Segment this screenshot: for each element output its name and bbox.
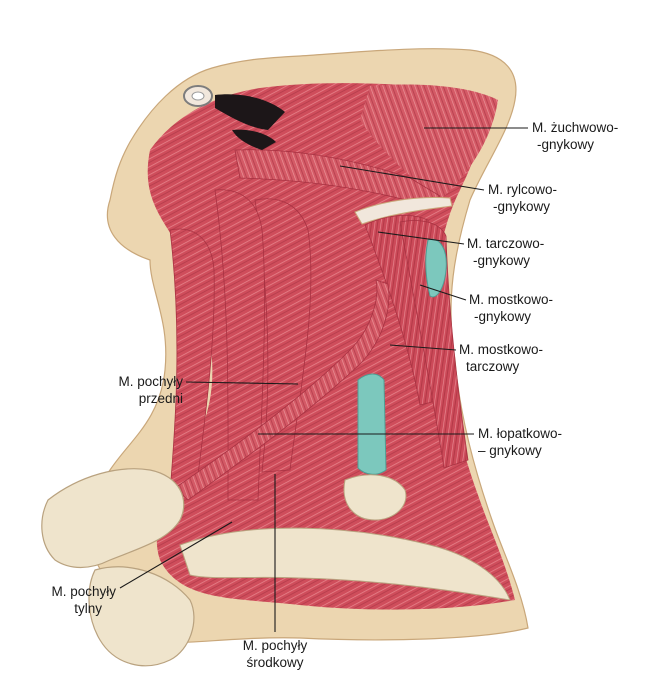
omohyoid-muscle — [174, 279, 390, 501]
label-pochyly-przedni-2: przedni — [139, 391, 183, 406]
label-pochyly-srodkowy-2: środkowy — [246, 655, 303, 670]
label-leaders — [119, 127, 528, 632]
label-pochyly-przedni-1: M. pochyły — [118, 374, 183, 389]
leader-rylcowo-gnykowy — [339, 165, 485, 191]
leader-tarczowo-gnykowy — [377, 231, 465, 245]
clavicle — [41, 468, 185, 569]
styloid-hole — [191, 91, 205, 101]
label-pochyly-tylny-1: M. pochyły — [51, 584, 116, 599]
label-zuchwowo-gnykowy-1: M. żuchwowo- — [532, 120, 618, 135]
label-mostkowo-tarczowy-2: tarczowy — [466, 359, 520, 374]
mylohyoid-muscle — [360, 84, 498, 200]
sternohyoid-muscle — [399, 220, 469, 469]
leader-mostkowo-gnykowy — [419, 284, 467, 301]
scalene-posterior — [169, 228, 215, 493]
jaw-shadow — [215, 94, 285, 130]
leader-pochyly-przedni — [185, 381, 299, 385]
label-mostkowo-gnykowy-2: -gnykowy — [474, 309, 531, 324]
label-rylcowo-gnykowy-2: -gnykowy — [493, 199, 550, 214]
label-pochyly-srodkowy-1: M. pochyły — [243, 638, 308, 653]
label-rylcowo-gnykowy-1: M. rylcowo- — [488, 182, 557, 197]
label-zuchwowo-gnykowy-2: -gnykowy — [537, 137, 594, 152]
label-pochyly-tylny-2: tylny — [74, 601, 102, 616]
leader-mostkowo-tarczowy — [389, 344, 457, 351]
hyoid-bone — [354, 197, 453, 225]
thyroid-cartilage — [425, 238, 447, 298]
jaw-shadow-2 — [232, 129, 276, 150]
label-mostkowo-gnykowy-1: M. mostkowo- — [469, 292, 553, 307]
trachea — [357, 373, 387, 475]
label-tarczowo-gnykowy-1: M. tarczowo- — [467, 236, 544, 251]
sternal-end — [343, 474, 407, 521]
label-tarczowo-gnykowy-2: -gnykowy — [473, 253, 530, 268]
scapula — [88, 566, 195, 667]
leader-pochyly-tylny — [119, 521, 233, 589]
label-mostkowo-tarczowy-1: M. mostkowo- — [459, 342, 543, 357]
first-rib — [179, 527, 511, 601]
label-lopatkowo-gnykowy-1: M. łopatkowo- — [478, 426, 562, 441]
label-lopatkowo-gnykowy-2: – gnykowy — [478, 443, 542, 458]
